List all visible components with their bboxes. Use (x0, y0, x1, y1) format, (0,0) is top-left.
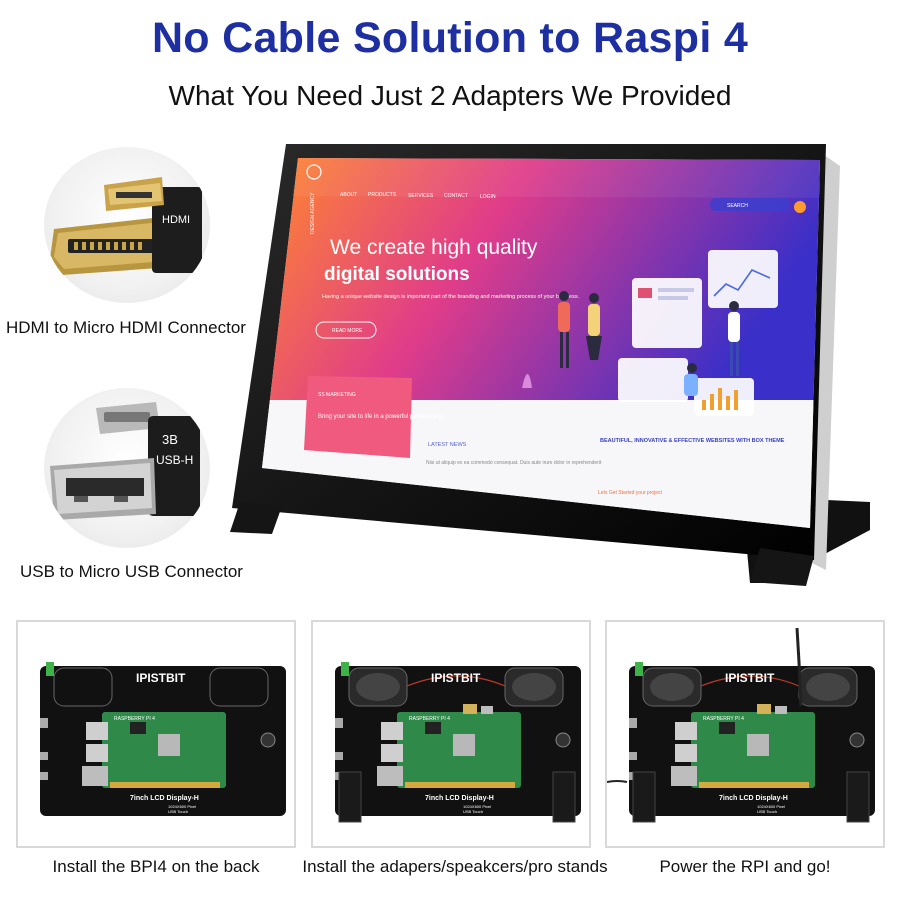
usb-adapter-caption: USB to Micro USB Connector (20, 562, 243, 581)
screen-feature-link[interactable]: Lets Get Started your project (598, 490, 663, 496)
lcd-display: DESIGN AGENCY ABOUT PRODUCTS SERVICES CO… (230, 144, 870, 586)
screen-nav-contact[interactable]: CONTACT (444, 193, 468, 199)
hdmi-adapter-photo: HDMI (44, 147, 210, 303)
screen-read-more-button[interactable] (315, 321, 377, 339)
board-brand-label: IPISTBIT (431, 671, 481, 685)
pi-label: RASPBERRY PI 4 (703, 716, 744, 722)
page-title: No Cable Solution to Raspi 4 (151, 14, 749, 62)
power-cable[interactable] (795, 627, 803, 707)
page-subtitle: What You Need Just 2 Adapters We Provide… (168, 80, 732, 111)
board-model-label: 7inch LCD Display-H (425, 795, 494, 802)
screen-hero-body: Having a unique website design is import… (322, 294, 580, 300)
hdmi-adapter-caption: HDMI to Micro HDMI Connector (6, 318, 246, 337)
board-spec-touch: USB Touch (463, 809, 483, 814)
usb-adapter-label: USB-H (156, 453, 193, 467)
board-model-label: 7inch LCD Display-H (719, 795, 788, 802)
step-caption-1: Install the BPI4 on the back (52, 857, 260, 876)
board-spec-touch: USB Touch (757, 809, 777, 814)
left-foot (230, 502, 282, 534)
left-stand (632, 771, 656, 823)
board-back-install-photo: IPISTBIT RASPBERRY PI 4 7inch LCD Display-… (40, 662, 286, 816)
screen-search-bar[interactable] (710, 198, 790, 211)
screen-logo-icon (306, 164, 322, 180)
screen-illustration (522, 250, 778, 416)
board-spec-touch: USB Touch (168, 809, 188, 814)
screen-hero-line2: digital solutions (324, 264, 470, 285)
board-spec-resolution: 1024X600 Pixel (757, 804, 785, 809)
usb-adapter-icon: 3B USB-H (50, 402, 200, 520)
screen-search-label: SEARCH (727, 203, 748, 209)
board-brand-label: IPISTBIT (725, 671, 775, 685)
screen-nav-login[interactable]: LOGIN (480, 194, 496, 200)
step-panel-3: IPISTBIT RASPBERRY PI 4 7inch LCD Display-… (605, 620, 885, 848)
screen-latest-title: LATEST NEWS (428, 442, 467, 448)
right-stand (552, 771, 576, 823)
hdmi-adapter-icon: HDMI (50, 177, 202, 275)
board-brand-label: IPISTBIT (136, 671, 186, 685)
right-foot (750, 548, 814, 586)
board-model-label: 7inch LCD Display-H (130, 795, 199, 802)
step-panel-1: IPISTBIT RASPBERRY PI 4 7inch LCD Display-… (16, 620, 296, 848)
screen-marketing-card (304, 376, 412, 458)
screen-read-more-label: READ MORE (332, 328, 363, 334)
screen-card-body: Bring your site to life in a powerful pa… (318, 414, 444, 420)
board-powered-photo: IPISTBIT RASPBERRY PI 4 7inch LCD Display-… (607, 627, 875, 823)
left-speaker (53, 667, 113, 707)
pi-label: RASPBERRY PI 4 (409, 716, 450, 722)
hdmi-adapter-label: HDMI (162, 214, 190, 226)
usb-adapter-sublabel: 3B (162, 432, 178, 447)
step-caption-2: Install the adapers/speakcers/pro stands (302, 857, 608, 876)
left-stand (338, 771, 362, 823)
screen-brand-vertical: DESIGN AGENCY (310, 192, 316, 234)
screen-nav-services[interactable]: SERVICES (408, 193, 434, 199)
screen-menu-icon[interactable] (794, 201, 806, 213)
board-adapters-install-photo: IPISTBIT RASPBERRY PI 4 7inch LCD Display-… (335, 662, 581, 823)
board-spec-resolution: 1024X600 Pixel (463, 804, 491, 809)
step-caption-3: Power the RPI and go! (659, 857, 831, 876)
pi-label: RASPBERRY PI 4 (114, 716, 155, 722)
screen-latest-body: Nisi ut aliquip ex ea commodo consequat.… (426, 460, 602, 466)
screen-hero-line1: We create high quality (330, 236, 538, 259)
board-spec-resolution: 1024X600 Pixel (168, 804, 196, 809)
step-panel-2: IPISTBIT RASPBERRY PI 4 7inch LCD Display-… (311, 620, 591, 848)
usb-adapter-photo: 3B USB-H (44, 388, 210, 548)
screen-feature-title: BEAUTIFUL, INNOVATIVE & EFFECTIVE WEBSIT… (600, 438, 785, 444)
screen-card-title: SS MARKETING (318, 392, 356, 398)
right-stand (846, 771, 870, 823)
right-speaker (209, 667, 269, 707)
screen-nav-products[interactable]: PRODUCTS (368, 192, 397, 198)
screen-nav-about[interactable]: ABOUT (340, 192, 357, 198)
